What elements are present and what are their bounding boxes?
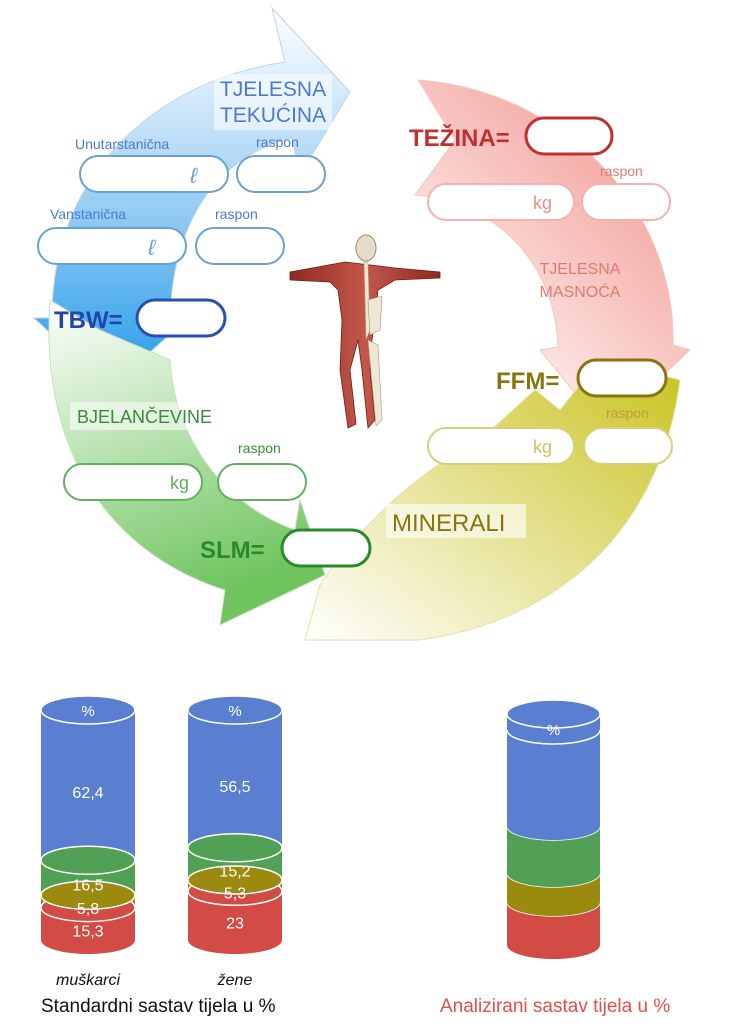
value-label-1-2: 5,3 [224, 885, 246, 902]
anatomy-figure [289, 234, 441, 429]
input-proteins[interactable] [63, 463, 203, 501]
value-label-0-2: 5,8 [77, 901, 99, 918]
cylinder-unit-label-1: % [228, 703, 241, 720]
cylinder-top-cap-0 [40, 695, 136, 725]
input-extracellular[interactable] [37, 227, 187, 265]
extracellular-unit: ℓ [147, 235, 156, 260]
proteins-range-label: raspon [238, 440, 281, 456]
analyzed-blue-segment [507, 730, 600, 841]
body-fat-title-line2: MASNOĆA [540, 282, 621, 301]
ffm-label: FFM= [496, 368, 559, 395]
tezina-label: TEŽINA= [409, 124, 510, 152]
intracellular-unit: ℓ [189, 163, 198, 188]
extracellular-range-label: raspon [215, 206, 258, 222]
input-minerals-range[interactable] [583, 427, 673, 465]
category-label-0: muškarci [56, 972, 120, 989]
input-tezina[interactable] [524, 116, 614, 156]
cylinder-segment-1-0 [188, 728, 282, 862]
value-label-1-1: 15,2 [219, 864, 250, 881]
intracellular-label: Unutarstanična [75, 136, 169, 152]
input-proteins-range[interactable] [217, 463, 307, 501]
proteins-title: BJELANČEVINE [77, 406, 212, 427]
standard-composition-title: Standardni sastav tijela u % [41, 996, 276, 1017]
input-tbw[interactable] [135, 298, 227, 338]
input-intracellular-range[interactable] [236, 155, 326, 193]
cylinder-segment-0-0 [41, 728, 135, 875]
intracellular-range-label: raspon [256, 134, 299, 150]
cylinder-divider-1-2 [187, 865, 283, 895]
body-fluid-title-line2: TEKUĆINA [220, 104, 326, 127]
body-fat-unit: kg [533, 193, 552, 213]
standard-composition-chart: % 15,3 5,8 16,5 62,4 muškarci% 23 5,3 15,2 56,5 že… [40, 695, 283, 989]
value-label-0-0: 62,4 [72, 785, 103, 802]
cylinder-divider-0-2 [40, 880, 136, 911]
minerals-range-label: raspon [606, 405, 649, 421]
analyzed-composition-cylinder: % [506, 699, 601, 959]
minerals-unit: kg [533, 437, 552, 457]
value-label-1-3: 23 [226, 915, 244, 932]
cylinder-divider-0-1 [40, 845, 136, 876]
analyzed-green-segment [507, 826, 600, 888]
input-extracellular-range[interactable] [195, 227, 285, 265]
arrow-minerals [304, 359, 681, 641]
body-fat-title-line1: TJELESNA [540, 261, 621, 278]
cylinder-top-cap-1 [187, 695, 283, 725]
input-slm[interactable] [280, 528, 372, 568]
cylinder-segment-1-3 [188, 891, 282, 954]
arrow-proteins [48, 299, 326, 626]
cylinder-divider-1-1 [187, 833, 283, 863]
analyzed-red-segment [507, 902, 600, 959]
input-minerals[interactable] [427, 427, 575, 465]
tbw-label: TBW= [54, 307, 123, 334]
value-label-0-3: 15,3 [72, 923, 103, 940]
minerals-title: MINERALI [392, 510, 505, 537]
analyzed-unit-label: % [547, 722, 560, 739]
body-fluid-title-line1: TJELESNA [220, 78, 326, 101]
value-label-1-0: 56,5 [219, 779, 250, 796]
body-fat-range-label: raspon [600, 163, 643, 179]
cylinder-unit-label-0: % [81, 703, 94, 720]
analyzed-composition-title: Analizirani sastav tijela u % [440, 996, 670, 1017]
value-label-0-1: 16,5 [72, 877, 103, 894]
input-body-fat[interactable] [427, 183, 575, 221]
input-ffm[interactable] [576, 358, 668, 398]
extracellular-label: Vanstanična [50, 206, 126, 222]
slm-label: SLM= [200, 537, 265, 564]
category-label-1: žene [217, 972, 253, 989]
proteins-unit: kg [170, 473, 189, 493]
input-intracellular[interactable] [79, 155, 229, 193]
input-body-fat-range[interactable] [581, 183, 671, 221]
